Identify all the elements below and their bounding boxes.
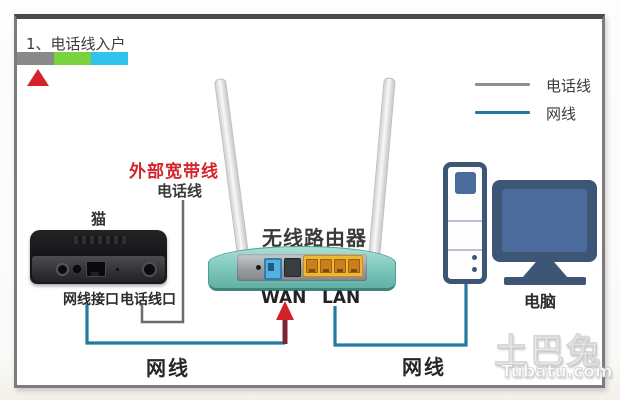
modem-vents [74, 236, 126, 244]
legend-phone-line-swatch [475, 83, 530, 86]
step-marker-triangle-icon [27, 69, 49, 86]
modem-power-jack [73, 265, 81, 273]
progress-seg-cyan [91, 52, 128, 65]
lan-port-1 [306, 259, 318, 273]
modem-label: 猫 [91, 210, 107, 228]
phone-line-annotation: 电话线 [157, 182, 203, 200]
router-wan-port [264, 258, 282, 280]
lan-caption: LAN [322, 288, 361, 308]
router-lan-ports [303, 255, 363, 277]
modem-antenna-connector [56, 263, 69, 276]
computer-tower [443, 162, 487, 284]
monitor-screen [502, 189, 587, 252]
tower-drive-bay [455, 172, 476, 194]
tower-divider-1 [448, 220, 482, 222]
external-broadband-annotation: 外部宽带线 [129, 162, 219, 182]
step-title: 1、电话线入户 [26, 35, 126, 53]
computer-monitor [492, 180, 597, 262]
router-internet-port [284, 258, 301, 277]
progress-seg-green [54, 52, 91, 65]
legend-network-cable-label: 网线 [546, 105, 577, 123]
wan-caption: WAN [261, 288, 307, 308]
router-power-jack [256, 265, 261, 270]
legend-network-cable-swatch [475, 111, 530, 114]
modem-phone-port-label: 电话线口 [120, 292, 176, 308]
legend-phone-line-label: 电话线 [546, 77, 592, 95]
watermark-brand: 土巴兔 [494, 332, 602, 373]
cable-label-right: 网线 [402, 355, 446, 379]
tower-button-1 [472, 255, 477, 260]
modem-reset-dot [116, 268, 119, 271]
monitor-stand [522, 261, 568, 278]
tower-button-2 [472, 267, 477, 272]
progress-bar [17, 52, 128, 65]
lan-port-4 [348, 259, 360, 273]
cable-label-left: 网线 [146, 356, 190, 380]
monitor-base [504, 277, 586, 285]
modem-ethernet-port [86, 261, 106, 277]
progress-seg-gray [17, 52, 54, 65]
watermark-site: Tubatu.com [501, 362, 614, 383]
modem-device [30, 230, 167, 284]
lan-port-2 [320, 259, 332, 273]
computer-label: 电脑 [524, 292, 557, 311]
modem-phone-port [142, 262, 157, 277]
tower-divider-2 [448, 249, 482, 251]
modem-network-port-label: 网线接口 [63, 292, 119, 308]
lan-port-3 [334, 259, 346, 273]
modem-rear-panel [32, 256, 165, 282]
